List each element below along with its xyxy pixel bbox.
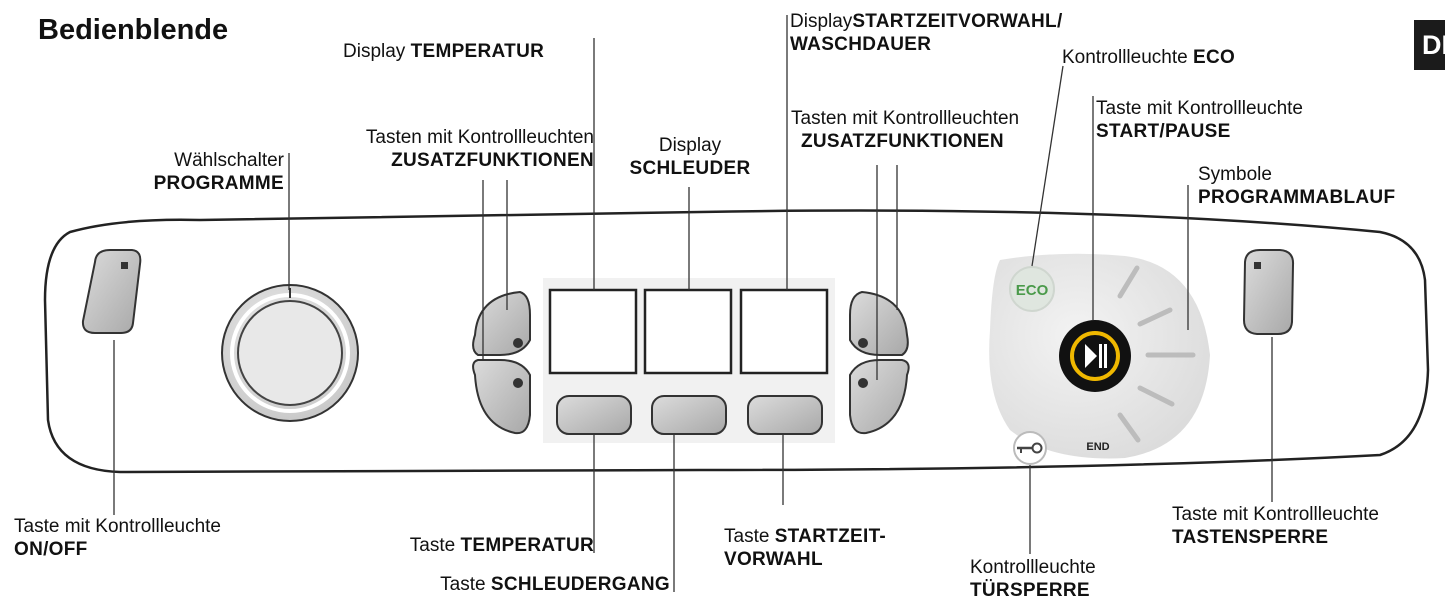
key-lock-button (1242, 249, 1295, 335)
end-label: END (1086, 441, 1109, 453)
key-schleudergang (651, 395, 727, 435)
label-taste-temperatur: Taste TEMPERATUR (409, 535, 594, 556)
programme-progress-symbols (1117, 265, 1196, 443)
eco-label: ECO (1016, 282, 1049, 299)
callout-lines (113, 15, 1273, 592)
option-button-left-bottom (472, 359, 531, 435)
on-off-led (121, 262, 128, 269)
start-pause-button (1059, 320, 1131, 392)
display-temperatur (548, 288, 638, 375)
on-off-button (81, 249, 142, 334)
key-lock-led (1254, 262, 1261, 269)
label-kontroll-eco: Kontrollleuchte ECO (1062, 47, 1236, 68)
key-startzeit (747, 395, 823, 435)
page-title: Bedienblende (38, 14, 229, 46)
eco-indicator (1009, 266, 1055, 312)
display-startzeit (739, 288, 829, 375)
label-taste-startzeit: Taste STARTZEIT-VORWAHL (724, 526, 887, 570)
door-lock-indicator (1013, 431, 1047, 465)
key-temperatur (556, 395, 632, 435)
label-display-temperatur: Display TEMPERATUR (343, 41, 545, 62)
label-display-startzeit: DisplaySTARTZEITVORWAHL/WASCHDAUER (790, 11, 1063, 55)
display-schleuder (643, 288, 733, 375)
label-taste-schleudergang: Taste SCHLEUDERGANG (440, 574, 670, 595)
programme-knob (221, 284, 359, 422)
language-tab: DE (1414, 20, 1445, 70)
